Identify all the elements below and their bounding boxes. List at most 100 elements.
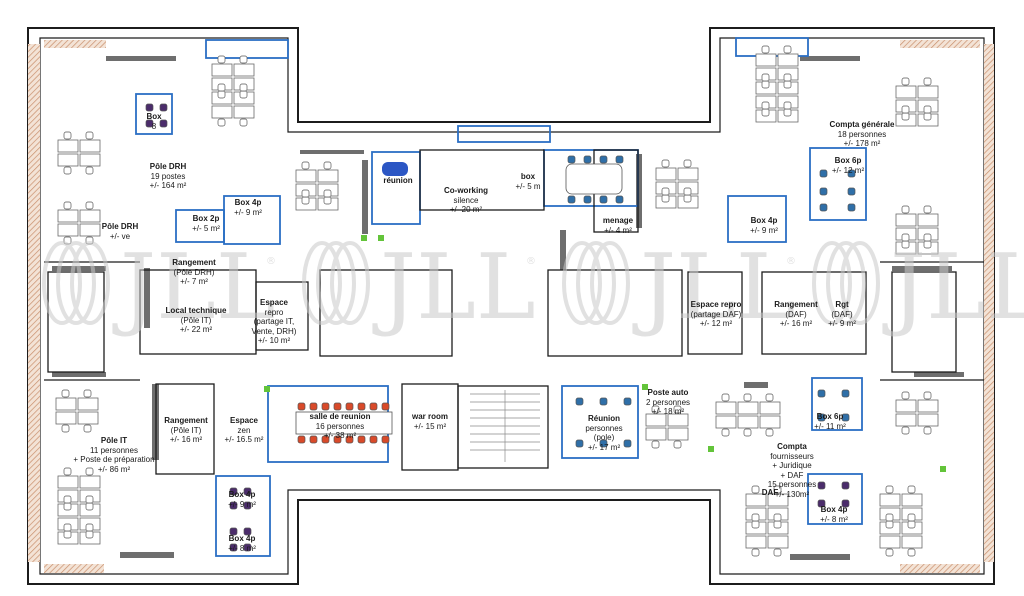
room-detail: +/- 12 m² xyxy=(831,165,865,175)
chair xyxy=(357,435,366,444)
chair xyxy=(369,435,378,444)
chair xyxy=(309,402,318,411)
chair xyxy=(623,397,632,406)
chair xyxy=(85,201,94,210)
chair xyxy=(683,159,692,168)
chair xyxy=(159,103,168,112)
room-name: Compta générale xyxy=(829,120,895,129)
room-label-rgt: Rgt(DAF)+/- 9 m² xyxy=(828,300,856,329)
room-name: Rangement xyxy=(774,300,818,309)
room-detail: 15 personnes xyxy=(767,480,817,489)
desk xyxy=(79,139,101,153)
desk xyxy=(715,415,737,429)
chair xyxy=(323,189,332,198)
chair xyxy=(369,402,378,411)
room-name: Box 4p xyxy=(820,505,848,514)
chair xyxy=(901,205,910,214)
chair xyxy=(239,83,248,92)
desk xyxy=(667,413,689,427)
chair xyxy=(145,119,154,128)
chair xyxy=(783,101,792,110)
room-detail: +/- ve xyxy=(109,231,131,241)
chair xyxy=(885,485,894,494)
chair xyxy=(841,413,850,422)
room-detail: +/- 164 m² xyxy=(149,181,187,190)
room-name: Rangement xyxy=(164,416,208,425)
room-label-box-6p-bottom: Box 6p+/- 11 m² xyxy=(814,412,846,431)
chair xyxy=(743,393,752,402)
room-name: Rangement xyxy=(172,258,216,267)
meeting-table xyxy=(295,411,393,435)
desk xyxy=(737,401,759,415)
room-detail: +/- 9 m² xyxy=(234,207,262,217)
room-detail: +/- 22 m² xyxy=(179,325,213,334)
desk xyxy=(917,213,939,227)
room-name: Co-working xyxy=(444,186,488,195)
room-detail: silence xyxy=(453,195,479,205)
chair xyxy=(885,520,894,529)
room-name: Box 6p xyxy=(816,412,844,421)
chair xyxy=(661,194,670,203)
room-detail: +/- 20 m² xyxy=(449,205,483,214)
room-name: Rgt xyxy=(835,300,849,309)
chair xyxy=(217,83,226,92)
room-name: Box xyxy=(146,112,162,121)
chair xyxy=(901,240,910,249)
room-detail: +/- 12 m² xyxy=(699,319,733,328)
room-detail: +/- 8 m² xyxy=(820,514,848,524)
chair xyxy=(819,187,828,196)
chair xyxy=(841,481,850,490)
chair xyxy=(63,523,72,532)
room-name: Box 4p xyxy=(228,490,256,499)
room-name: menage xyxy=(602,216,634,225)
chair xyxy=(651,440,660,449)
desk xyxy=(57,139,79,153)
chair xyxy=(229,527,238,536)
room-label-box-4p-right: Box 4p+/- 9 m² xyxy=(750,216,778,235)
chair xyxy=(841,499,850,508)
chair xyxy=(907,513,916,522)
chair xyxy=(85,523,94,532)
room-detail: (partage IT, xyxy=(253,317,295,326)
desk xyxy=(77,397,99,411)
chair xyxy=(85,166,94,175)
chair xyxy=(623,439,632,448)
room-label-espace-repro-right: Espace repro(partage DAF)+/- 12 m² xyxy=(691,300,742,329)
chair xyxy=(783,108,792,117)
room-detail: +/- 17 m² xyxy=(587,442,621,452)
chair xyxy=(751,513,760,522)
room-label-box-2p: Box 2p+/- 5 m² xyxy=(192,214,220,233)
chair xyxy=(381,402,390,411)
room-name: Box 2p xyxy=(192,214,220,223)
desk xyxy=(745,535,767,549)
chair xyxy=(661,159,670,168)
chair xyxy=(599,397,608,406)
chair xyxy=(783,80,792,89)
chair xyxy=(159,119,168,128)
room-detail: +/- 7 m² xyxy=(180,277,208,286)
chair xyxy=(901,112,910,121)
desk xyxy=(879,493,901,507)
chair xyxy=(63,495,72,504)
desk xyxy=(677,167,699,181)
desk xyxy=(895,399,917,413)
room-label-war-room: war room+/- 15 m² xyxy=(412,412,448,431)
room-name: Compta xyxy=(777,442,807,451)
chair xyxy=(297,435,306,444)
desk xyxy=(57,153,79,167)
building-outline xyxy=(27,27,995,585)
chair xyxy=(923,105,932,114)
chair xyxy=(817,413,826,422)
room-detail: +/- 18 m² xyxy=(651,407,685,416)
desk xyxy=(645,413,667,427)
chair xyxy=(239,118,248,127)
plants xyxy=(264,235,946,472)
chair xyxy=(63,166,72,175)
desk xyxy=(755,53,777,67)
desk xyxy=(777,53,799,67)
room-label-menage: menage+/- 4 m² xyxy=(603,216,633,235)
room-detail: +/- 5 m² xyxy=(192,223,220,233)
